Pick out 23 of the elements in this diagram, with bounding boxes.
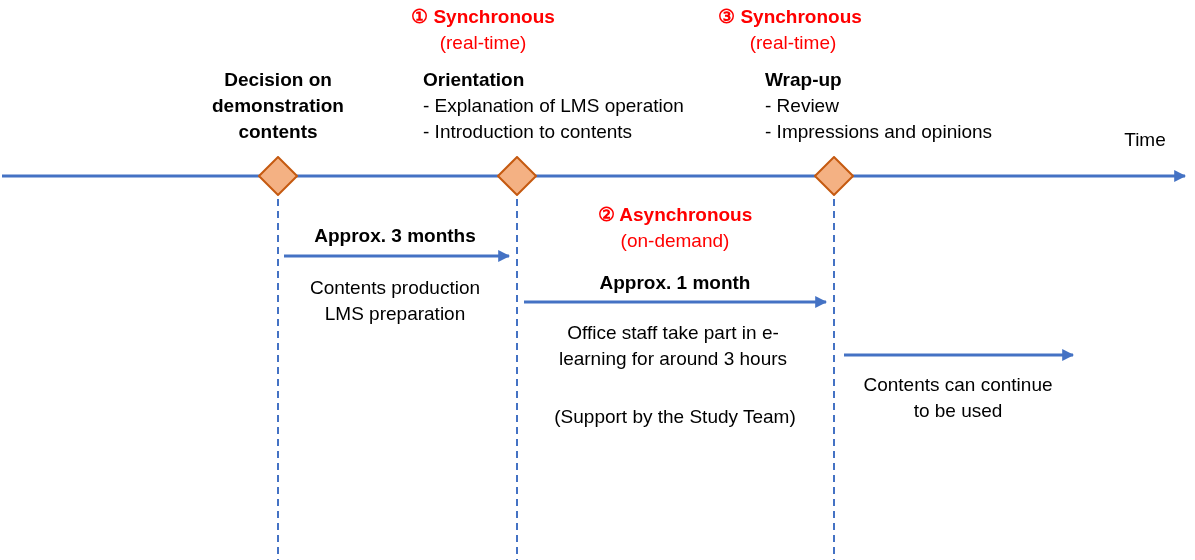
- bullet-item: - Impressions and opinions: [765, 120, 993, 144]
- bullet-item: - Introduction to contents: [423, 120, 633, 144]
- milestone-heading: Wrap-up: [765, 68, 842, 92]
- note-text: Contents can continue to be used: [862, 373, 1054, 423]
- milestone-heading: Decision on demonstration contents: [211, 68, 345, 144]
- activity-text: Office staff take part in e-learning for around 3 hours: [557, 321, 789, 371]
- session-type: ③ Synchronous: [717, 5, 863, 29]
- milestone-diamond: [497, 156, 537, 196]
- milestone-diamond: [814, 156, 854, 196]
- session-type: ② Asynchronous: [596, 203, 754, 227]
- duration-label: Approx. 3 months: [313, 224, 477, 248]
- axis-label: Time: [1123, 128, 1167, 152]
- session-mode: (on-demand): [619, 229, 731, 253]
- bullet-item: - Explanation of LMS operation: [423, 94, 684, 118]
- milestone-heading: Orientation: [423, 68, 525, 92]
- bullet-item: - Review: [765, 94, 839, 118]
- milestone-diamond: [258, 156, 298, 196]
- session-mode: (real-time): [748, 31, 838, 55]
- activity-text: Contents production LMS preparation: [308, 276, 482, 326]
- session-type: ① Synchronous: [410, 5, 556, 29]
- note-text: (Support by the Study Team): [553, 405, 797, 429]
- duration-label: Approx. 1 month: [598, 271, 752, 295]
- session-mode: (real-time): [438, 31, 528, 55]
